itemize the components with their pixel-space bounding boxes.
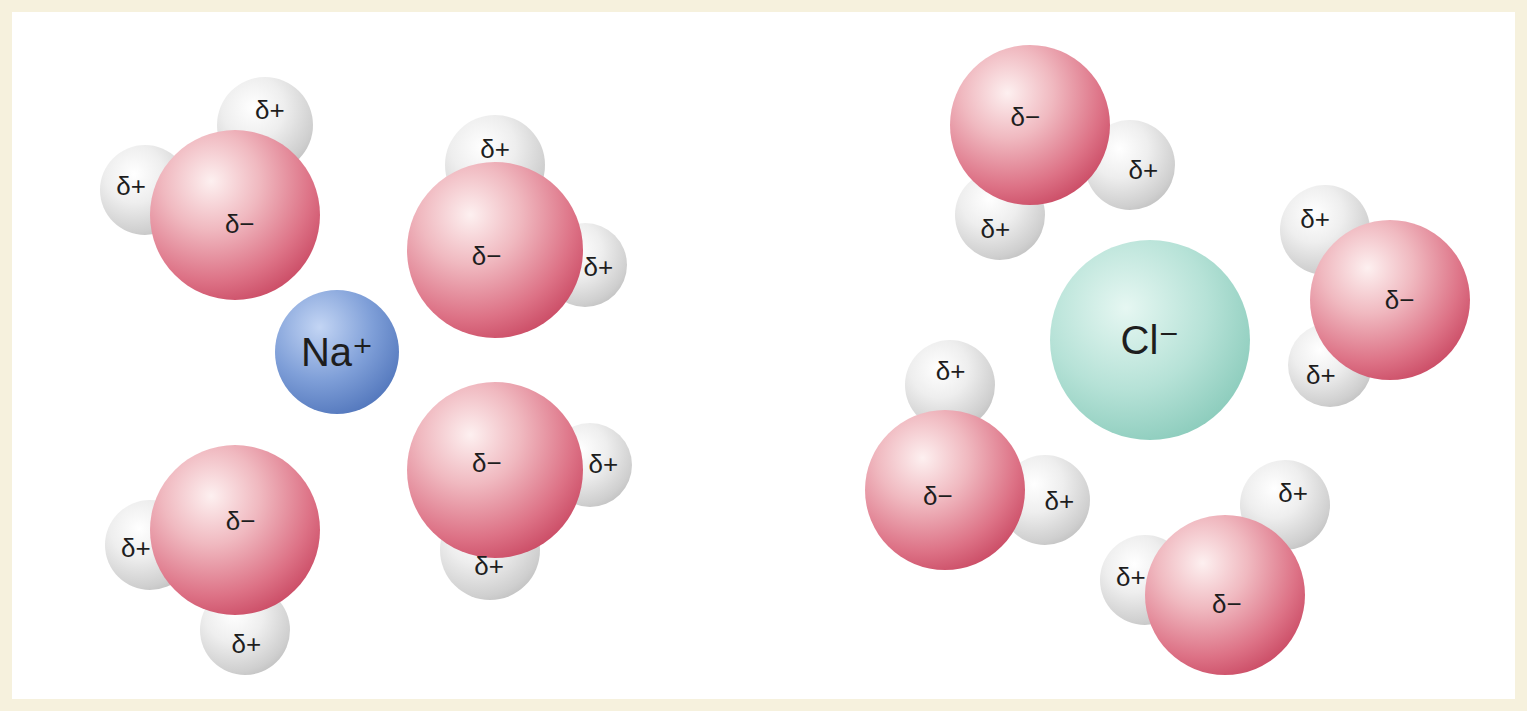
partial-charge: δ− <box>226 508 256 534</box>
partial-charge: δ+ <box>589 451 619 477</box>
partial-charge: δ+ <box>936 358 966 384</box>
chloride-ion: Cl⁻ <box>1050 240 1250 440</box>
partial-charge: δ+ <box>121 535 151 561</box>
oxygen-atom: δ− <box>407 162 583 338</box>
partial-charge: δ+ <box>1045 488 1075 514</box>
partial-charge: δ+ <box>255 97 285 123</box>
oxygen-atom: δ− <box>150 445 320 615</box>
partial-charge: δ+ <box>232 631 262 657</box>
partial-charge: δ− <box>472 450 502 476</box>
partial-charge: δ+ <box>981 216 1011 242</box>
oxygen-atom: δ− <box>1310 220 1470 380</box>
partial-charge: δ+ <box>1306 362 1336 388</box>
partial-charge: δ+ <box>583 254 613 280</box>
partial-charge: δ− <box>1212 591 1242 617</box>
ion-symbol: Cl⁻ <box>1121 320 1180 360</box>
partial-charge: δ− <box>923 483 953 509</box>
sodium-ion: Na⁺ <box>275 290 399 414</box>
partial-charge: δ+ <box>1129 157 1159 183</box>
partial-charge: δ− <box>225 211 255 237</box>
partial-charge: δ+ <box>116 173 146 199</box>
partial-charge: δ+ <box>1116 564 1146 590</box>
partial-charge: δ− <box>1385 287 1415 313</box>
partial-charge: δ− <box>472 243 502 269</box>
ion-symbol: Na⁺ <box>301 332 373 372</box>
oxygen-atom: δ− <box>865 410 1025 570</box>
oxygen-atom: δ− <box>1145 515 1305 675</box>
oxygen-atom: δ− <box>150 130 320 300</box>
partial-charge: δ− <box>1011 104 1041 130</box>
partial-charge: δ+ <box>1278 480 1308 506</box>
partial-charge: δ+ <box>480 136 510 162</box>
oxygen-atom: δ− <box>407 382 583 558</box>
partial-charge: δ+ <box>474 553 504 579</box>
oxygen-atom: δ− <box>950 45 1110 205</box>
partial-charge: δ+ <box>1300 206 1330 232</box>
